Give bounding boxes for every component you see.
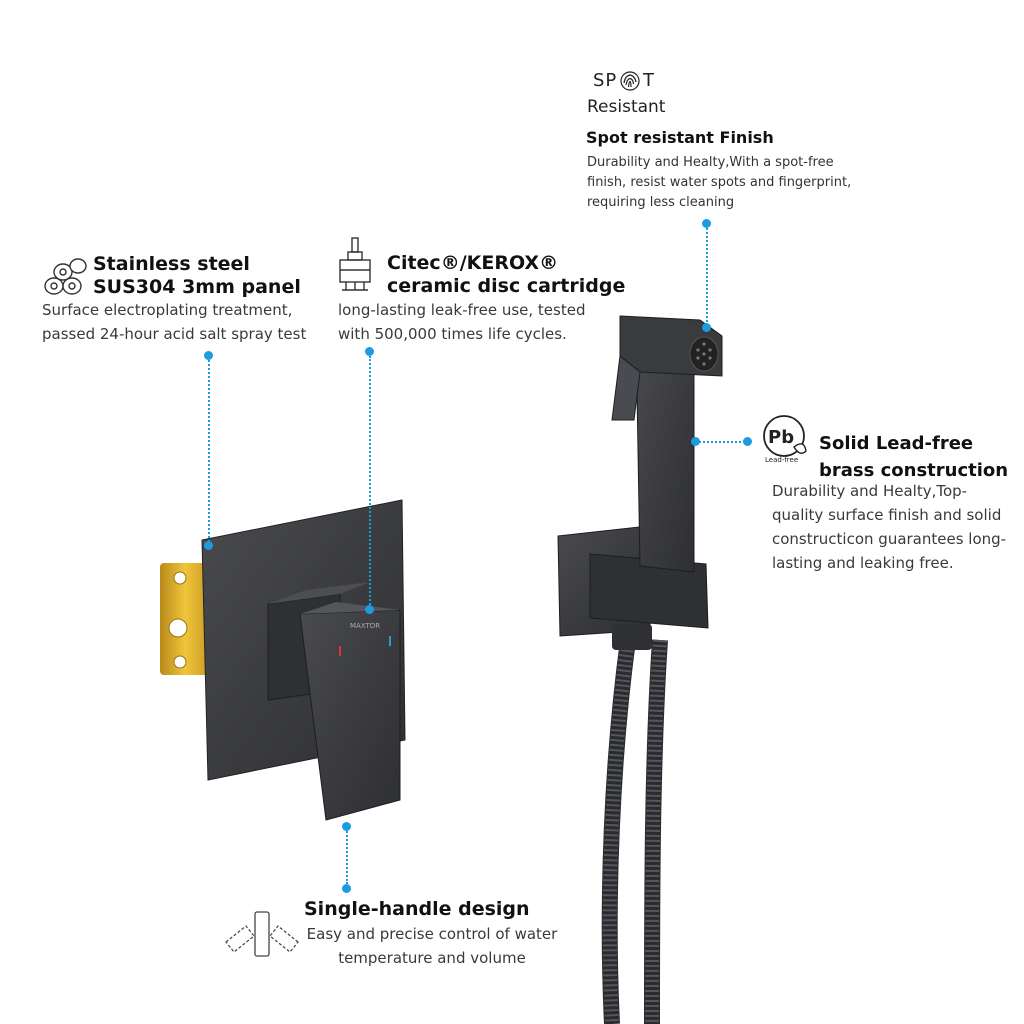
- lead-free-desc-line: quality surface finish and solid: [772, 506, 1002, 524]
- lead-free-title-line: brass construction: [819, 460, 1009, 481]
- cartridge-title-line: Citec®/KEROX®: [387, 252, 559, 274]
- spot-description: Durability and Healty,With a spot-free f…: [587, 153, 851, 213]
- steel-title: Stainless steel SUS304 3mm panel: [93, 253, 301, 299]
- hose: [601, 638, 636, 1024]
- steel-title-line: SUS304 3mm panel: [93, 276, 301, 298]
- brand-mark: MAXTOR: [350, 622, 380, 630]
- lead-free-description: Durability and Healty,Top- quality surfa…: [772, 479, 1006, 575]
- handle-rotation-icon: [225, 911, 299, 957]
- spot-icon-word-sp: SP: [593, 70, 618, 91]
- cartridge-desc-line: long-lasting leak-free use, tested: [338, 301, 586, 319]
- spot-desc-line: finish, resist water spots and fingerpri…: [587, 175, 852, 190]
- steel-desc-line: Surface electroplating treatment,: [42, 301, 293, 319]
- handle-description: Easy and precise control of water temper…: [302, 922, 562, 970]
- steel-title-line: Stainless steel: [93, 253, 250, 275]
- handle-callout-dot: [342, 822, 351, 831]
- spot-callout-line: [706, 220, 708, 326]
- cartridge-desc-line: with 500,000 times life cycles.: [338, 325, 567, 343]
- handle-desc-line: Easy and precise control of water: [306, 925, 558, 943]
- steel-callout-line: [208, 356, 210, 542]
- steel-callout-end-dot: [204, 541, 213, 550]
- lead-free-icon-text: Pb: [768, 427, 794, 448]
- spot-title: Spot resistant Finish: [586, 128, 774, 147]
- spot-icon-word-t: T: [643, 70, 654, 91]
- lead-free-icon: Pb: [763, 415, 807, 457]
- lead-free-callout-dot: [691, 437, 700, 446]
- lead-free-desc-line: constructicon guarantees long-: [772, 530, 1007, 548]
- spot-callout-dot: [702, 219, 711, 228]
- lead-free-callout-end-dot: [743, 437, 752, 446]
- spot-desc-line: Durability and Healty,With a spot-free: [587, 155, 834, 170]
- spot-callout-end-dot: [702, 323, 711, 332]
- spot-icon-caption: Resistant: [587, 97, 666, 117]
- lead-free-desc-line: Durability and Healty,Top-: [772, 482, 968, 500]
- lead-free-callout-line: [696, 441, 748, 443]
- handle-callout-line: [346, 828, 348, 884]
- steel-callout-dot: [204, 351, 213, 360]
- cartridge-title-line: ceramic disc cartridge: [387, 275, 626, 297]
- lead-free-desc-line: lasting and leaking free.: [772, 554, 954, 572]
- cartridge-icon: [339, 237, 371, 291]
- cartridge-callout-end-dot: [365, 605, 374, 614]
- cartridge-title: Citec®/KEROX® ceramic disc cartridge: [387, 252, 625, 298]
- steel-desc-line: passed 24-hour acid salt spray test: [42, 325, 307, 343]
- spot-desc-line: requiring less cleaning: [587, 195, 735, 210]
- steel-pipes-icon: [44, 258, 87, 295]
- lead-free-title-line: Solid Lead-free: [819, 433, 974, 454]
- brass-valve-body: [160, 563, 210, 675]
- steel-description: Surface electroplating treatment, passed…: [42, 298, 306, 346]
- cartridge-description: long-lasting leak-free use, tested with …: [338, 298, 585, 346]
- cartridge-callout-line: [369, 356, 371, 608]
- lead-free-icon-caption: Lead-free: [765, 456, 799, 464]
- handle-desc-line: temperature and volume: [338, 949, 526, 967]
- cartridge-callout-dot: [365, 347, 374, 356]
- fingerprint-icon: [620, 71, 640, 91]
- handle-title: Single-handle design: [304, 898, 530, 920]
- handle-callout-end-dot: [342, 884, 351, 893]
- lead-free-title: Solid Lead-free brass construction: [819, 430, 1008, 484]
